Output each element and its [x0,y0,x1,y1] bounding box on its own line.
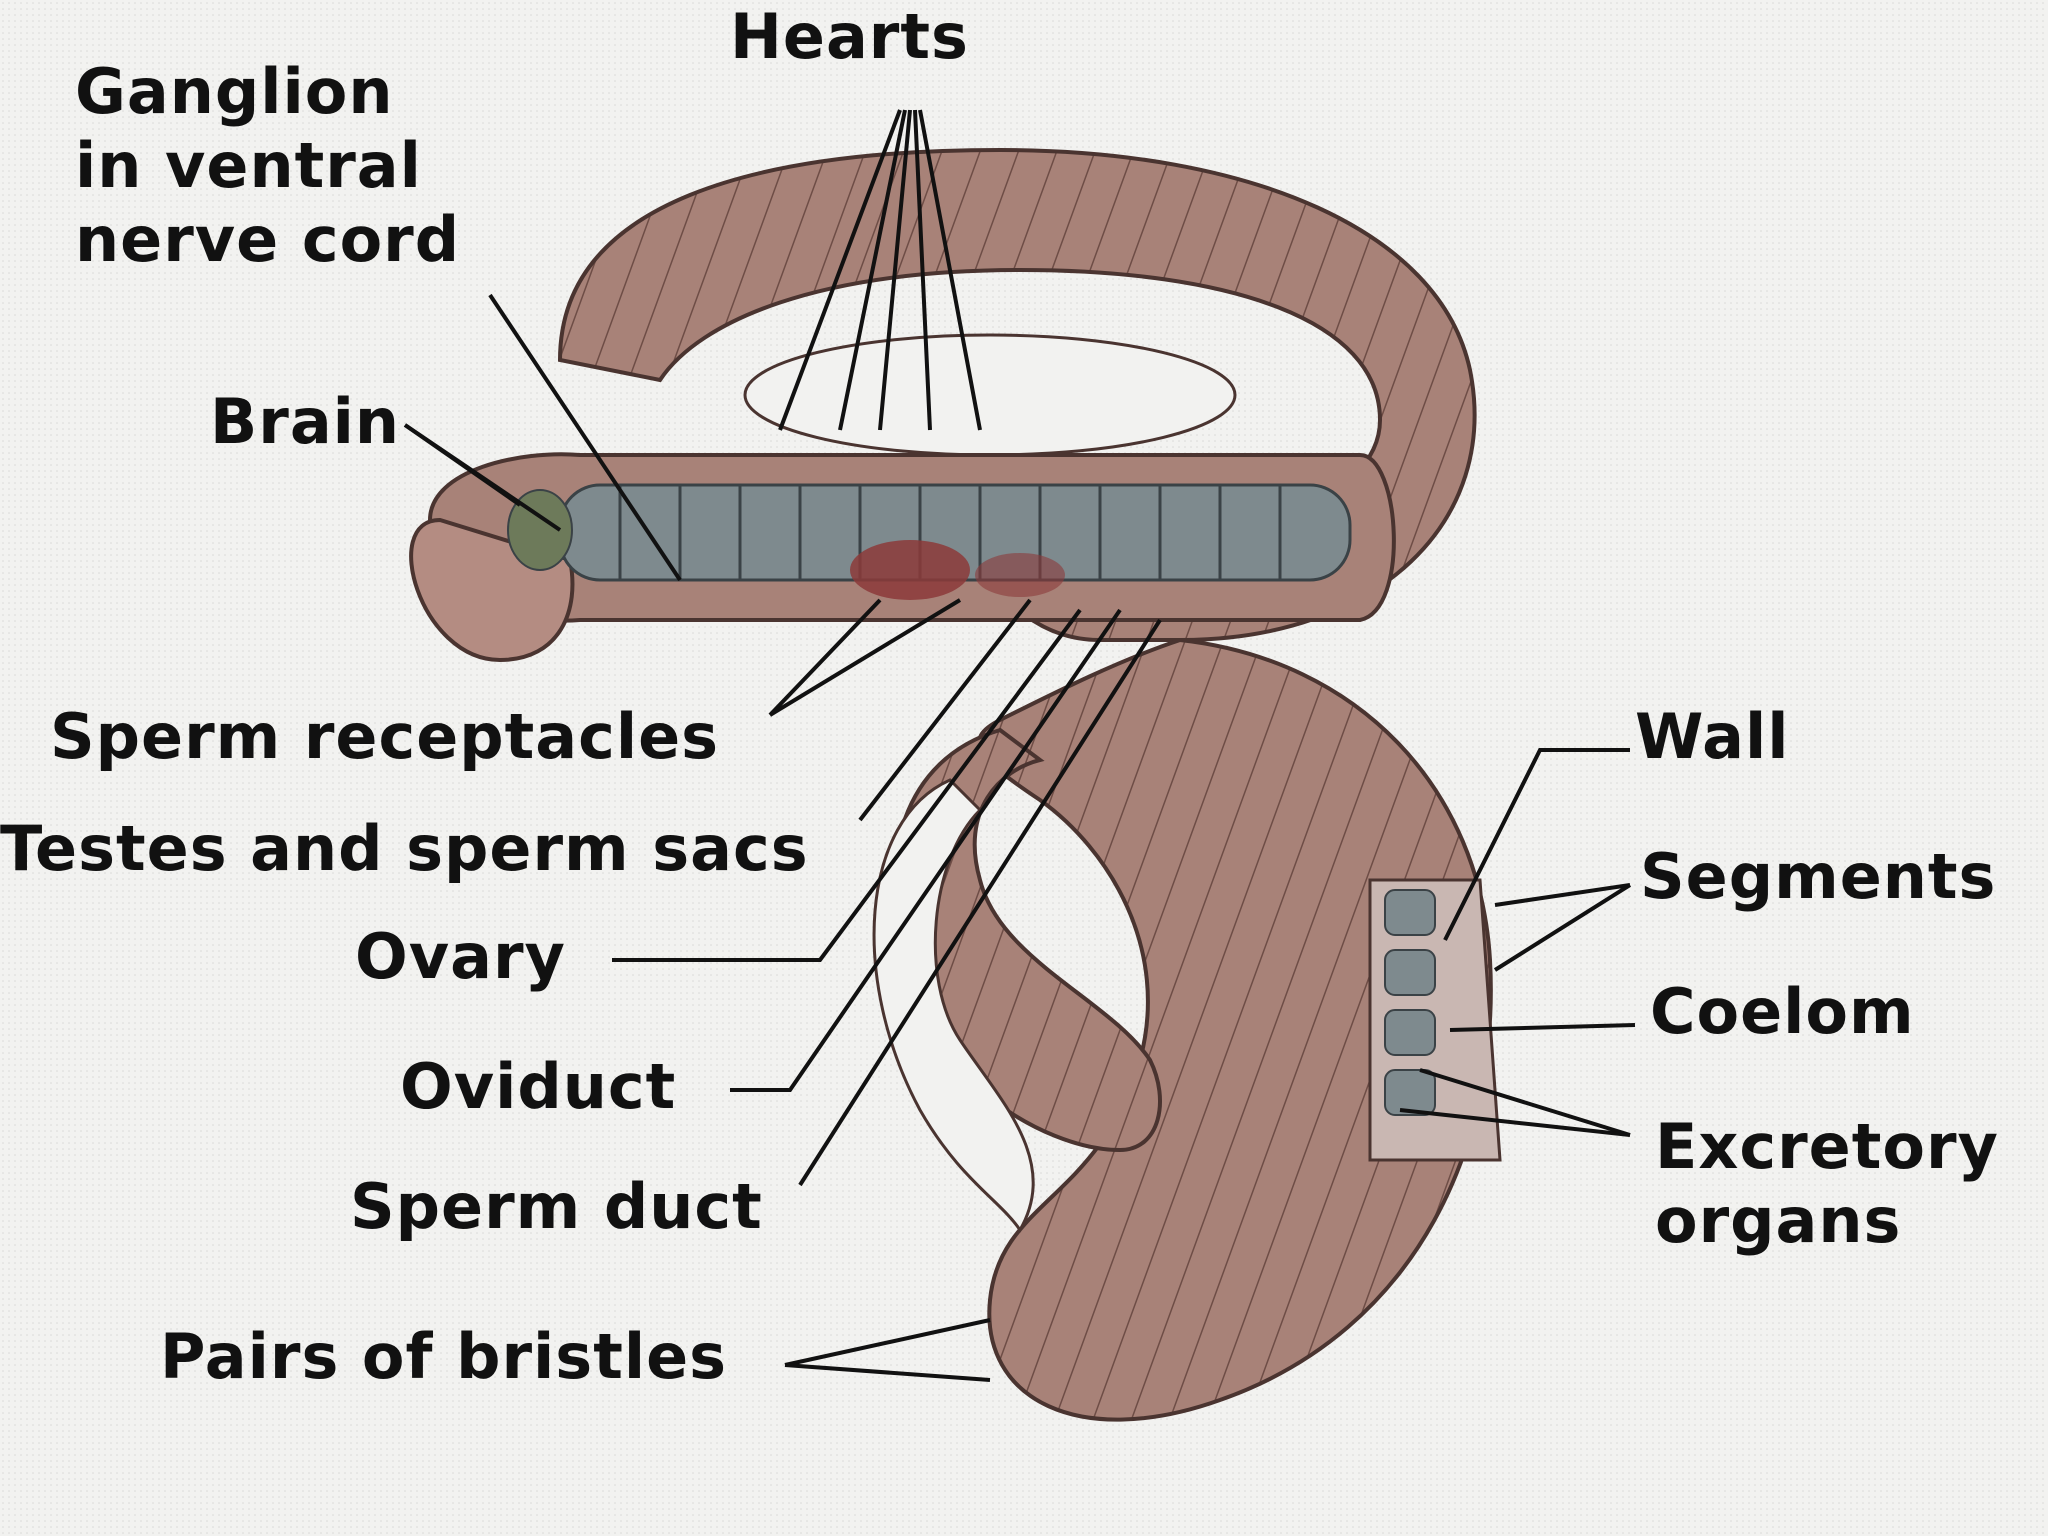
label-excretory-line1: Excretory [1655,1110,1999,1183]
label-sperm-duct: Sperm duct [350,1170,763,1243]
label-coelom: Coelom [1650,975,1915,1048]
label-hearts: Hearts [730,0,969,73]
label-ovary: Ovary [355,920,566,993]
label-excretory: Excretory organs [1655,1110,1999,1258]
label-excretory-line2: organs [1655,1184,1902,1257]
label-sperm-receptacles: Sperm receptacles [50,700,720,773]
label-ganglion-line3: nerve cord [75,203,461,276]
label-ganglion-line1: Ganglion [75,55,394,128]
brain-organ [507,489,573,571]
label-ganglion: Ganglion in ventral nerve cord [75,55,460,277]
label-segments: Segments [1640,840,1997,913]
label-pairs-of-bristles: Pairs of bristles [160,1320,728,1393]
label-oviduct: Oviduct [400,1050,677,1123]
worm-body [409,147,1502,1422]
label-testes: Testes and sperm sacs [0,812,809,885]
label-brain: Brain [210,385,401,458]
reproductive-organs [850,540,970,600]
leader-lines [403,109,1636,1382]
label-ganglion-line2: in ventral [75,129,422,202]
label-wall: Wall [1635,700,1790,773]
